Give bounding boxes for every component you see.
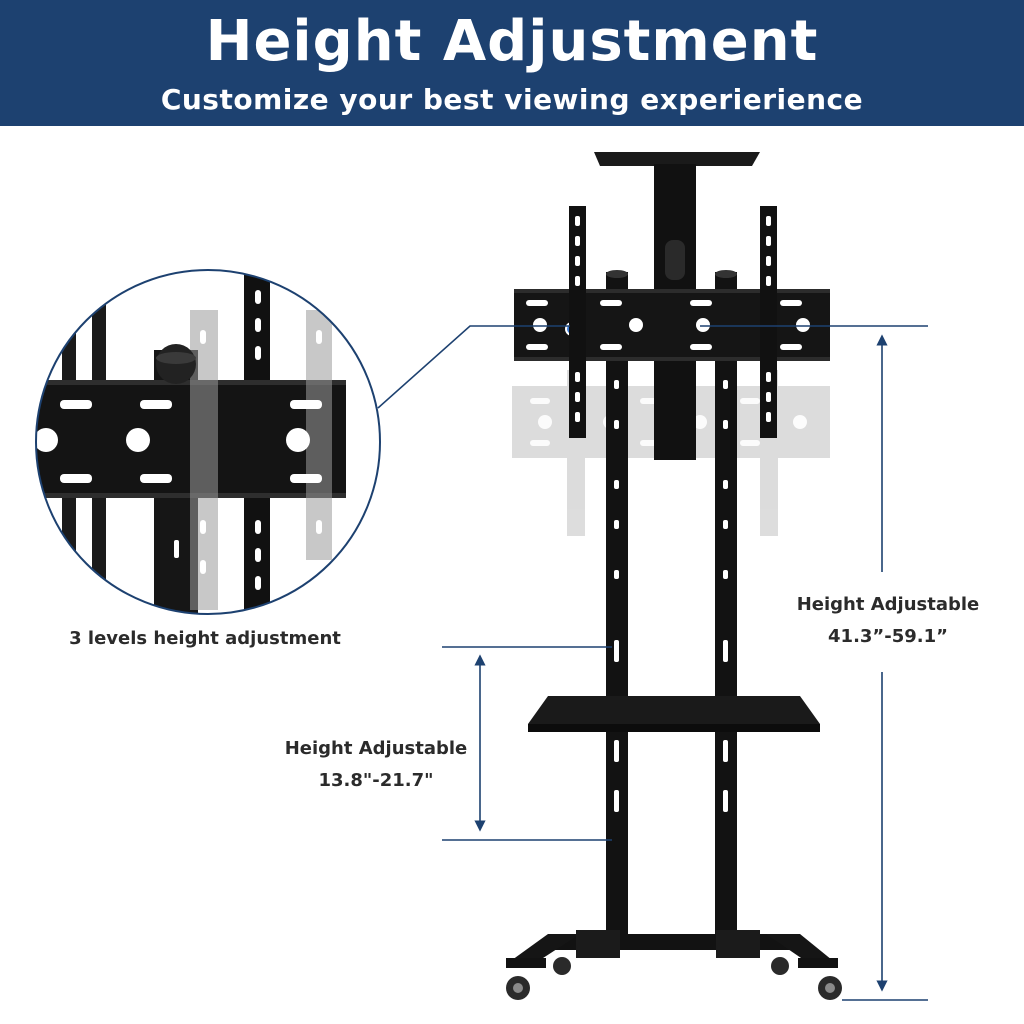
camera-tray bbox=[594, 152, 760, 460]
zoom-callout-line bbox=[377, 325, 570, 409]
device-shelf bbox=[528, 696, 820, 732]
stand-base bbox=[506, 930, 838, 968]
header-banner: Height Adjustment Customize your best vi… bbox=[0, 0, 1024, 126]
vesa-arms bbox=[569, 206, 777, 438]
shelf-height-value: 13.8"-21.7" bbox=[318, 770, 434, 791]
shelf-height-dimension bbox=[442, 646, 612, 841]
vesa-arm-holes bbox=[575, 216, 771, 422]
zoom-caption: 3 levels height adjustment bbox=[69, 628, 341, 649]
main-height-value: 41.3”-59.1” bbox=[828, 626, 948, 647]
banner-subtitle: Customize your best viewing experierienc… bbox=[160, 83, 864, 116]
mount-bracket bbox=[514, 289, 830, 361]
shelf-height-label: Height Adjustable bbox=[284, 738, 468, 759]
zoom-detail bbox=[35, 269, 381, 615]
main-height-label: Height Adjustable bbox=[796, 594, 980, 615]
pole-holes bbox=[614, 380, 728, 812]
main-height-dimension bbox=[700, 325, 928, 1001]
banner-title: Height Adjustment bbox=[205, 9, 819, 74]
stand-poles bbox=[606, 270, 737, 944]
caster-wheels bbox=[506, 957, 842, 1000]
